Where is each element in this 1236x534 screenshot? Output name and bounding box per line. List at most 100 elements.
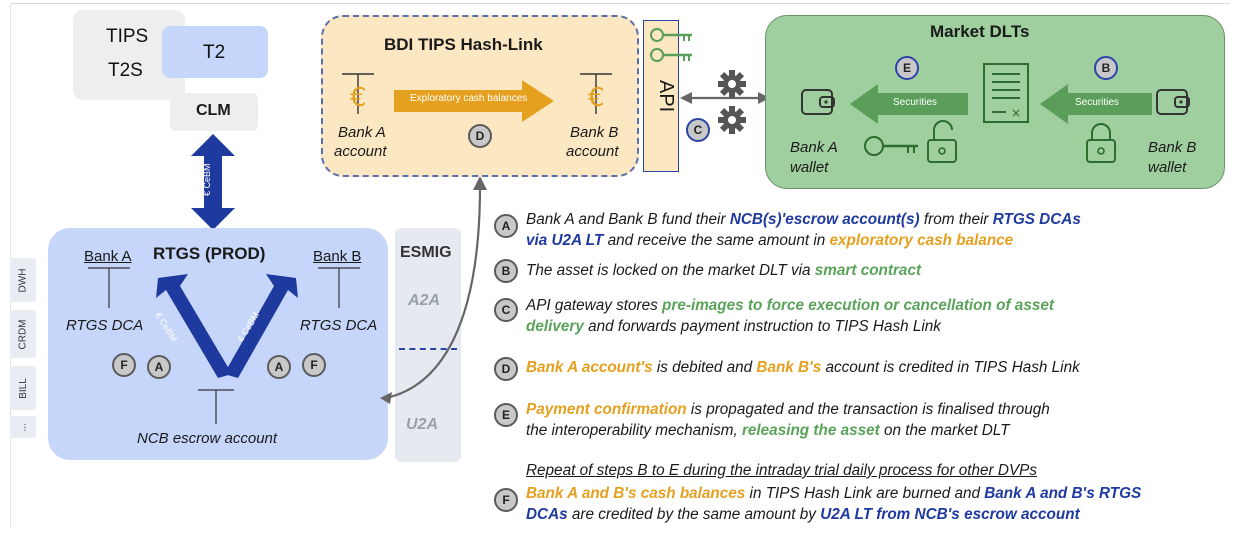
esmig-title: ESMIG (400, 244, 452, 261)
step-f-line1: Bank A and B's cash balances in TIPS Has… (526, 484, 1141, 504)
step-e-line2: the interoperability mechanism, releasin… (526, 421, 1010, 441)
step-f-text: in TIPS Hash Link are burned and (745, 485, 985, 502)
rtgs-title: RTGS (PROD) (153, 244, 266, 263)
side-tab-bill-label: BILL (17, 377, 29, 399)
lock-icon (1086, 123, 1116, 163)
side-tab-dwh-label: DWH (17, 268, 29, 292)
repeat-note: Repeat of steps B to E during the intrad… (526, 462, 1038, 479)
step-a-u2a: via U2A LT (526, 232, 604, 249)
rtgs-escrow-label: NCB escrow account (137, 430, 278, 447)
step-c-text: API gateway stores (526, 297, 663, 314)
rtgs-t-lines (88, 267, 360, 424)
market-bank-a: Bank A (790, 139, 838, 156)
step-f-circle: F (494, 488, 518, 512)
step-b-smart-contract: smart contract (814, 262, 922, 279)
market-bank-b-wallet: wallet (1148, 159, 1187, 176)
svg-text:€: € (588, 83, 605, 113)
step-a-escrow: NCB(s)'escrow account(s) (729, 211, 920, 228)
step-b-text: The asset is locked on the market DLT vi… (526, 262, 815, 279)
euro-coin-left-icon: € (342, 73, 374, 114)
market-title: Market DLTs (930, 22, 1030, 41)
api-circle-c: C (686, 118, 710, 142)
wallet-right-icon (1156, 89, 1190, 115)
side-tab-more-label: ... (17, 422, 29, 432)
hashlink-title: BDI TIPS Hash-Link (384, 35, 543, 54)
step-c-line1: API gateway stores pre-images to force e… (526, 296, 1054, 316)
side-tab-dwh[interactable]: DWH (10, 258, 36, 302)
clm-cebm-label: € CeBM (202, 163, 212, 197)
esmig-divider (399, 348, 457, 350)
svg-text:×: × (1011, 106, 1021, 120)
step-a-line1: Bank A and Bank B fund their NCB(s)'escr… (526, 210, 1081, 230)
step-a-circle: A (494, 214, 518, 238)
step-d-bank-b: Bank B's (756, 359, 822, 376)
securities-arrow-left (850, 84, 968, 124)
key-icon (650, 28, 692, 62)
rtgs-circle-a-right: A (267, 355, 291, 379)
step-d-text: is debited and (652, 359, 757, 376)
api-box[interactable] (643, 20, 679, 172)
tips-label: TIPS (106, 26, 149, 47)
market-circle-b: B (1094, 56, 1118, 80)
rtgs-box (48, 228, 388, 460)
step-c-line2: delivery and forwards payment instructio… (526, 317, 941, 337)
top-rule (10, 3, 1230, 4)
rtgs-dca-b: RTGS DCA (300, 317, 378, 334)
market-bank-a-wallet: wallet (790, 159, 829, 176)
side-tab-more[interactable]: ... (10, 416, 36, 438)
gear-icon (718, 70, 746, 134)
svg-text:€: € (350, 83, 367, 113)
clm-box (170, 93, 258, 131)
step-f-u2a: U2A LT from NCB's escrow account (820, 506, 1080, 523)
exploratory-cash-label: Exploratory cash balances (410, 93, 528, 104)
step-e-payment: Payment confirmation (526, 401, 687, 418)
esmig-u2a: U2A (406, 416, 439, 433)
rtgs-bank-b: Bank B (313, 248, 362, 265)
step-a-text2: from their (919, 211, 993, 228)
hashlink-bank-a-account: account (334, 143, 387, 160)
step-e-text3: on the market DLT (879, 422, 1010, 439)
securities-arrow-right (1040, 84, 1152, 124)
step-d-bank-a: Bank A account's (526, 359, 653, 376)
esmig-a2a: A2A (408, 292, 441, 309)
smart-contract-icon: × (983, 63, 1029, 123)
step-f-cash: Bank A and B's cash balances (526, 485, 746, 502)
rtgs-circle-f-left: F (112, 353, 136, 377)
euro-coin-right-icon: € (580, 73, 612, 114)
securities-left-label: Securities (893, 97, 937, 108)
key-unlock-icon (864, 120, 957, 163)
step-c-preimages: pre-images to force execution or cancell… (662, 297, 1054, 314)
rtgs-bank-a: Bank A (84, 248, 132, 265)
step-a-text: Bank A and Bank B fund their (526, 211, 730, 228)
market-bank-b: Bank B (1148, 139, 1197, 156)
hashlink-bank-a: Bank A (338, 124, 386, 141)
side-tab-crdm-label: CRDM (17, 319, 29, 349)
step-f-line2: DCAs are credited by the same amount by … (526, 505, 1080, 525)
t2s-label: T2S (108, 60, 143, 81)
api-label: API (655, 80, 677, 113)
step-e-text2: the interoperability mechanism, (526, 422, 742, 439)
wallet-left-icon (801, 89, 835, 115)
step-d-line1: Bank A account's is debited and Bank B's… (526, 358, 1080, 378)
u2a-hashlink-connector (380, 176, 487, 404)
rtgs-circle-a-left: A (147, 355, 171, 379)
step-f-text2: are credited by the same amount by (567, 506, 821, 523)
step-f-rtgs: Bank A and B's RTGS (984, 485, 1142, 502)
step-a-dcas: RTGS DCAs (992, 211, 1081, 228)
step-d-text2: account is credited in TIPS Hash Link (821, 359, 1080, 376)
step-b-circle: B (494, 259, 518, 283)
step-e-line1: Payment confirmation is propagated and t… (526, 400, 1050, 420)
side-tab-bill[interactable]: BILL (10, 366, 36, 410)
exploratory-cash-arrow (394, 80, 554, 122)
t2-box (162, 26, 268, 78)
step-e-circle: E (494, 403, 518, 427)
hashlink-circle-d: D (468, 124, 492, 148)
side-tab-crdm[interactable]: CRDM (10, 310, 36, 358)
clm-rtgs-double-arrow (191, 134, 235, 230)
step-c-delivery: delivery (526, 318, 584, 335)
step-a-text3: and receive the same amount in (603, 232, 830, 249)
step-c-circle: C (494, 298, 518, 322)
securities-right-label: Securities (1075, 97, 1119, 108)
step-e-releasing: releasing the asset (741, 422, 880, 439)
t2-label: T2 (203, 42, 226, 63)
